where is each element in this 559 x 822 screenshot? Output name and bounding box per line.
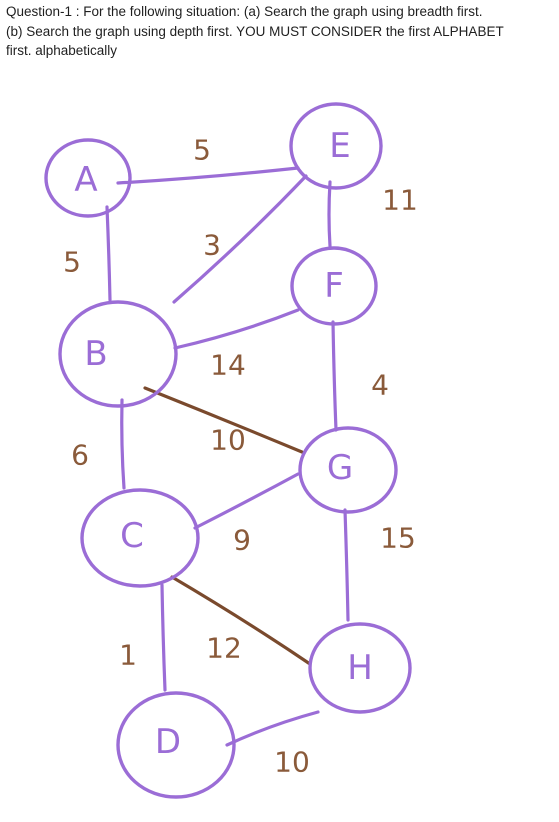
node-D-circle	[116, 691, 236, 799]
node-C-circle	[80, 488, 200, 588]
edge-C-G	[193, 472, 300, 530]
node-C-label: C	[120, 516, 144, 556]
node-H: H	[308, 622, 412, 714]
edge-D-H	[225, 710, 320, 747]
weight-C-G: 9	[233, 524, 251, 557]
weight-B-G: 10	[210, 424, 246, 457]
weight-E-F: 11	[382, 184, 418, 217]
node-H-label: H	[347, 648, 373, 688]
weight-B-C: 6	[71, 439, 89, 472]
node-A: A	[44, 138, 132, 218]
weight-G-H: 15	[380, 522, 416, 555]
node-B-circle	[58, 300, 178, 408]
weight-A-B: 5	[63, 246, 81, 279]
edge-G-H	[343, 508, 350, 622]
edge-weights: 5 5 3 11 14 10 4 6 9 15 12 1 10	[63, 134, 418, 779]
weight-C-H: 12	[206, 632, 242, 665]
node-E: E	[289, 102, 383, 190]
weight-A-E: 5	[193, 134, 211, 167]
edge-C-D	[160, 583, 167, 692]
weight-D-H: 10	[274, 746, 310, 779]
question-text: Question-1 : For the following situation…	[6, 2, 554, 61]
edge-F-G	[331, 320, 338, 432]
edge-B-C	[120, 398, 126, 490]
node-G: G	[298, 426, 398, 514]
node-B: B	[58, 300, 178, 408]
edge-A-E	[116, 166, 300, 185]
node-E-circle	[289, 102, 383, 190]
node-F-label: F	[324, 266, 344, 306]
weight-F-G: 4	[371, 369, 389, 402]
node-G-circle	[298, 426, 398, 514]
node-D: D	[116, 691, 236, 799]
edge-E-F	[327, 180, 332, 248]
node-A-label: A	[74, 160, 97, 200]
edges	[105, 166, 350, 747]
question-line-3: first. alphabetically	[6, 43, 118, 58]
node-A-circle	[44, 138, 132, 218]
node-B-label: B	[84, 334, 107, 374]
weight-C-D: 1	[119, 639, 137, 672]
node-E-label: E	[329, 126, 350, 166]
edge-A-B	[105, 205, 112, 302]
node-D-label: D	[155, 722, 181, 762]
edge-B-E	[172, 174, 308, 304]
node-G-label: G	[327, 448, 353, 488]
edge-B-F	[173, 308, 300, 350]
node-C: C	[80, 488, 200, 588]
question-line-2: (b) Search the graph using depth first. …	[6, 23, 504, 39]
edge-B-G	[143, 386, 304, 454]
node-F-circle	[290, 246, 378, 326]
node-H-circle	[308, 622, 412, 714]
weight-B-F: 14	[210, 349, 246, 382]
edge-C-H	[170, 575, 312, 666]
node-F: F	[290, 246, 378, 326]
question-line-1: Question-1 : For the following situation…	[6, 4, 483, 19]
weight-B-E: 3	[203, 229, 221, 262]
